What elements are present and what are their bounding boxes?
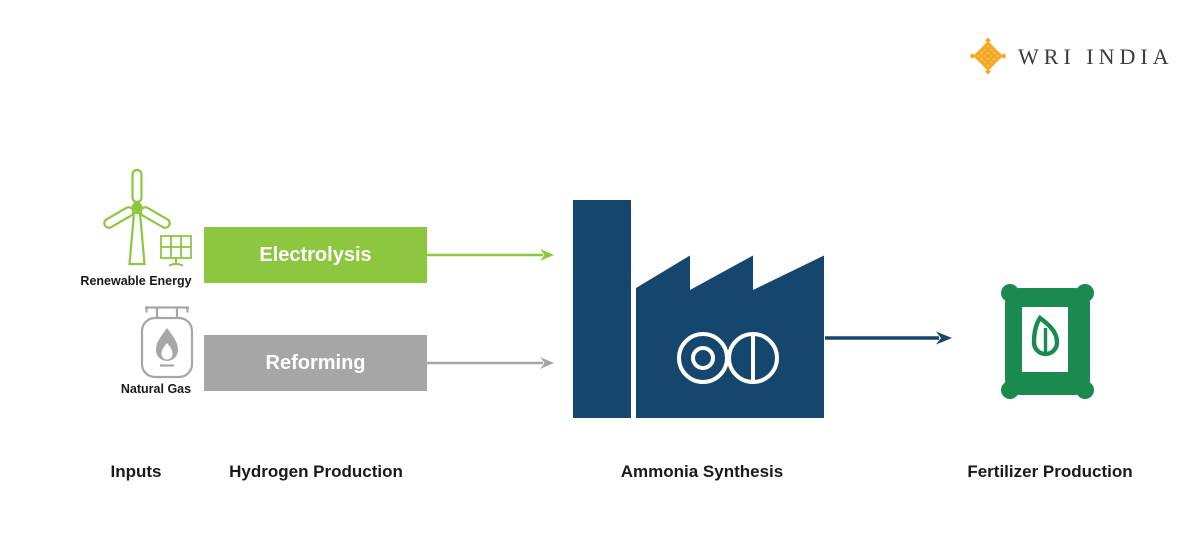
electrolysis-label: Electrolysis (259, 243, 372, 266)
wri-logo-text: WRI INDIA (1018, 44, 1174, 69)
leaf-icon (1031, 314, 1060, 357)
stage-label-inputs: Inputs (110, 462, 162, 481)
stage-label-fertilizer-production: Fertilizer Production (967, 462, 1133, 481)
gas-cylinder-icon (140, 306, 194, 379)
wri-logo-icon (970, 38, 1006, 74)
ammonia-to-fertilizer-arrow-icon (825, 331, 952, 345)
reforming-arrow-icon (427, 357, 554, 369)
electrolysis-arrow-icon (427, 249, 554, 261)
wind-turbine-solar-icon (103, 168, 192, 267)
stage-label-ammonia-synthesis: Ammonia Synthesis (620, 462, 784, 481)
electrolysis-box: Electrolysis (204, 227, 427, 283)
natural-gas-label: Natural Gas (120, 382, 192, 396)
fertilizer-bag-icon (1001, 284, 1094, 399)
stage-label-hydrogen-production: Hydrogen Production (229, 462, 403, 481)
factory-icon (573, 200, 824, 418)
reforming-box: Reforming (204, 335, 427, 391)
renewable-energy-label: Renewable Energy (80, 274, 192, 288)
reforming-label: Reforming (265, 351, 366, 374)
